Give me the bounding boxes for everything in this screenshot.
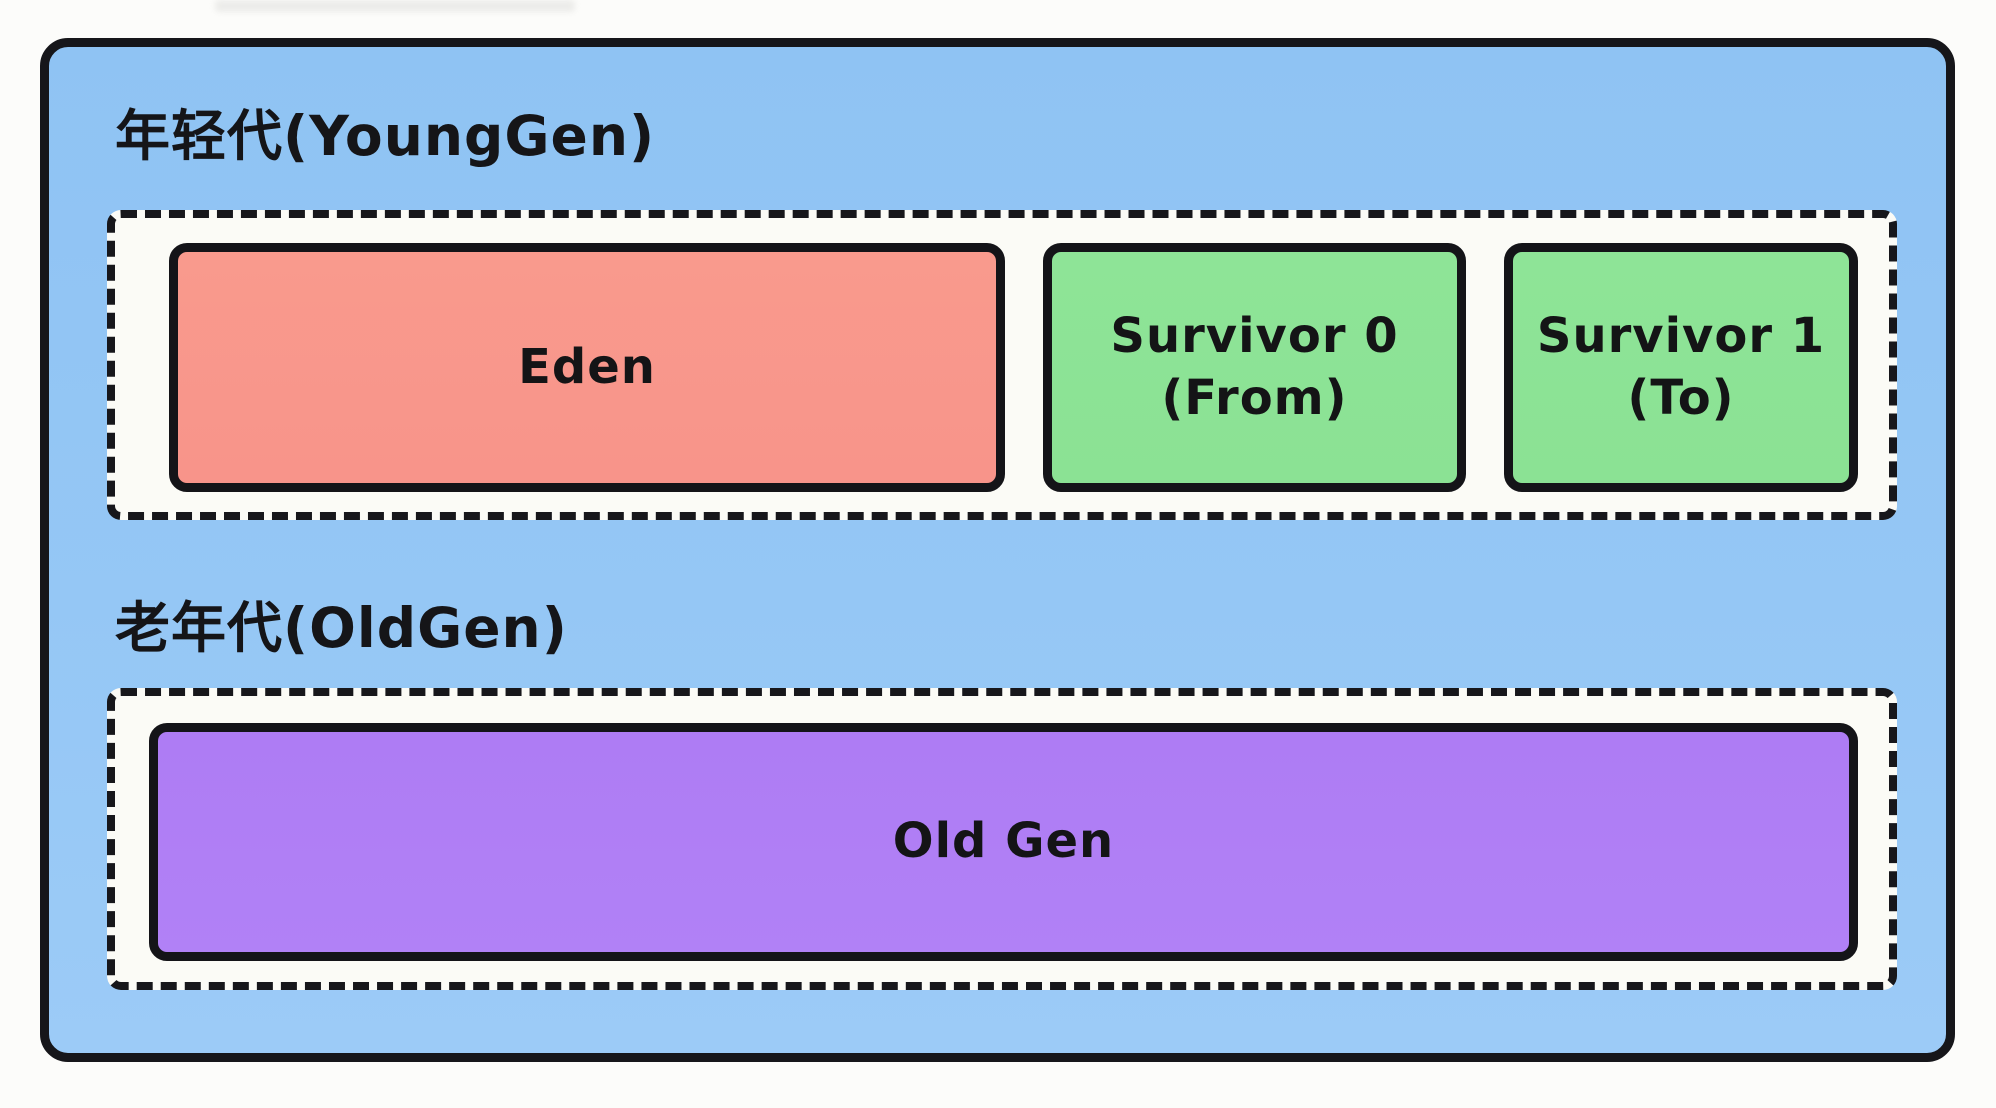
old-gen-region-label: Old Gen xyxy=(892,813,1115,870)
survivor1-label-line2: (To) xyxy=(1627,369,1735,426)
old-gen-label: 老年代(OldGen) xyxy=(115,596,568,660)
cropped-top-artifact xyxy=(215,0,575,12)
heap-container: 年轻代(YoungGen) Eden Survivor 0 (From) Sur… xyxy=(40,38,1955,1062)
survivor1-region: Survivor 1 (To) xyxy=(1504,243,1858,492)
old-gen-region: Old Gen xyxy=(149,723,1858,961)
eden-region: Eden xyxy=(169,243,1005,492)
survivor0-region: Survivor 0 (From) xyxy=(1043,243,1466,492)
survivor1-label-line1: Survivor 1 xyxy=(1536,308,1826,365)
young-gen-region-group: Eden Survivor 0 (From) Survivor 1 (To) xyxy=(107,210,1897,520)
young-gen-label: 年轻代(YoungGen) xyxy=(115,104,656,168)
survivor0-label-line2: (From) xyxy=(1161,369,1348,426)
eden-label: Eden xyxy=(518,338,656,395)
old-gen-region-group: Old Gen xyxy=(107,688,1897,990)
survivor0-label-line1: Survivor 0 xyxy=(1110,308,1399,365)
